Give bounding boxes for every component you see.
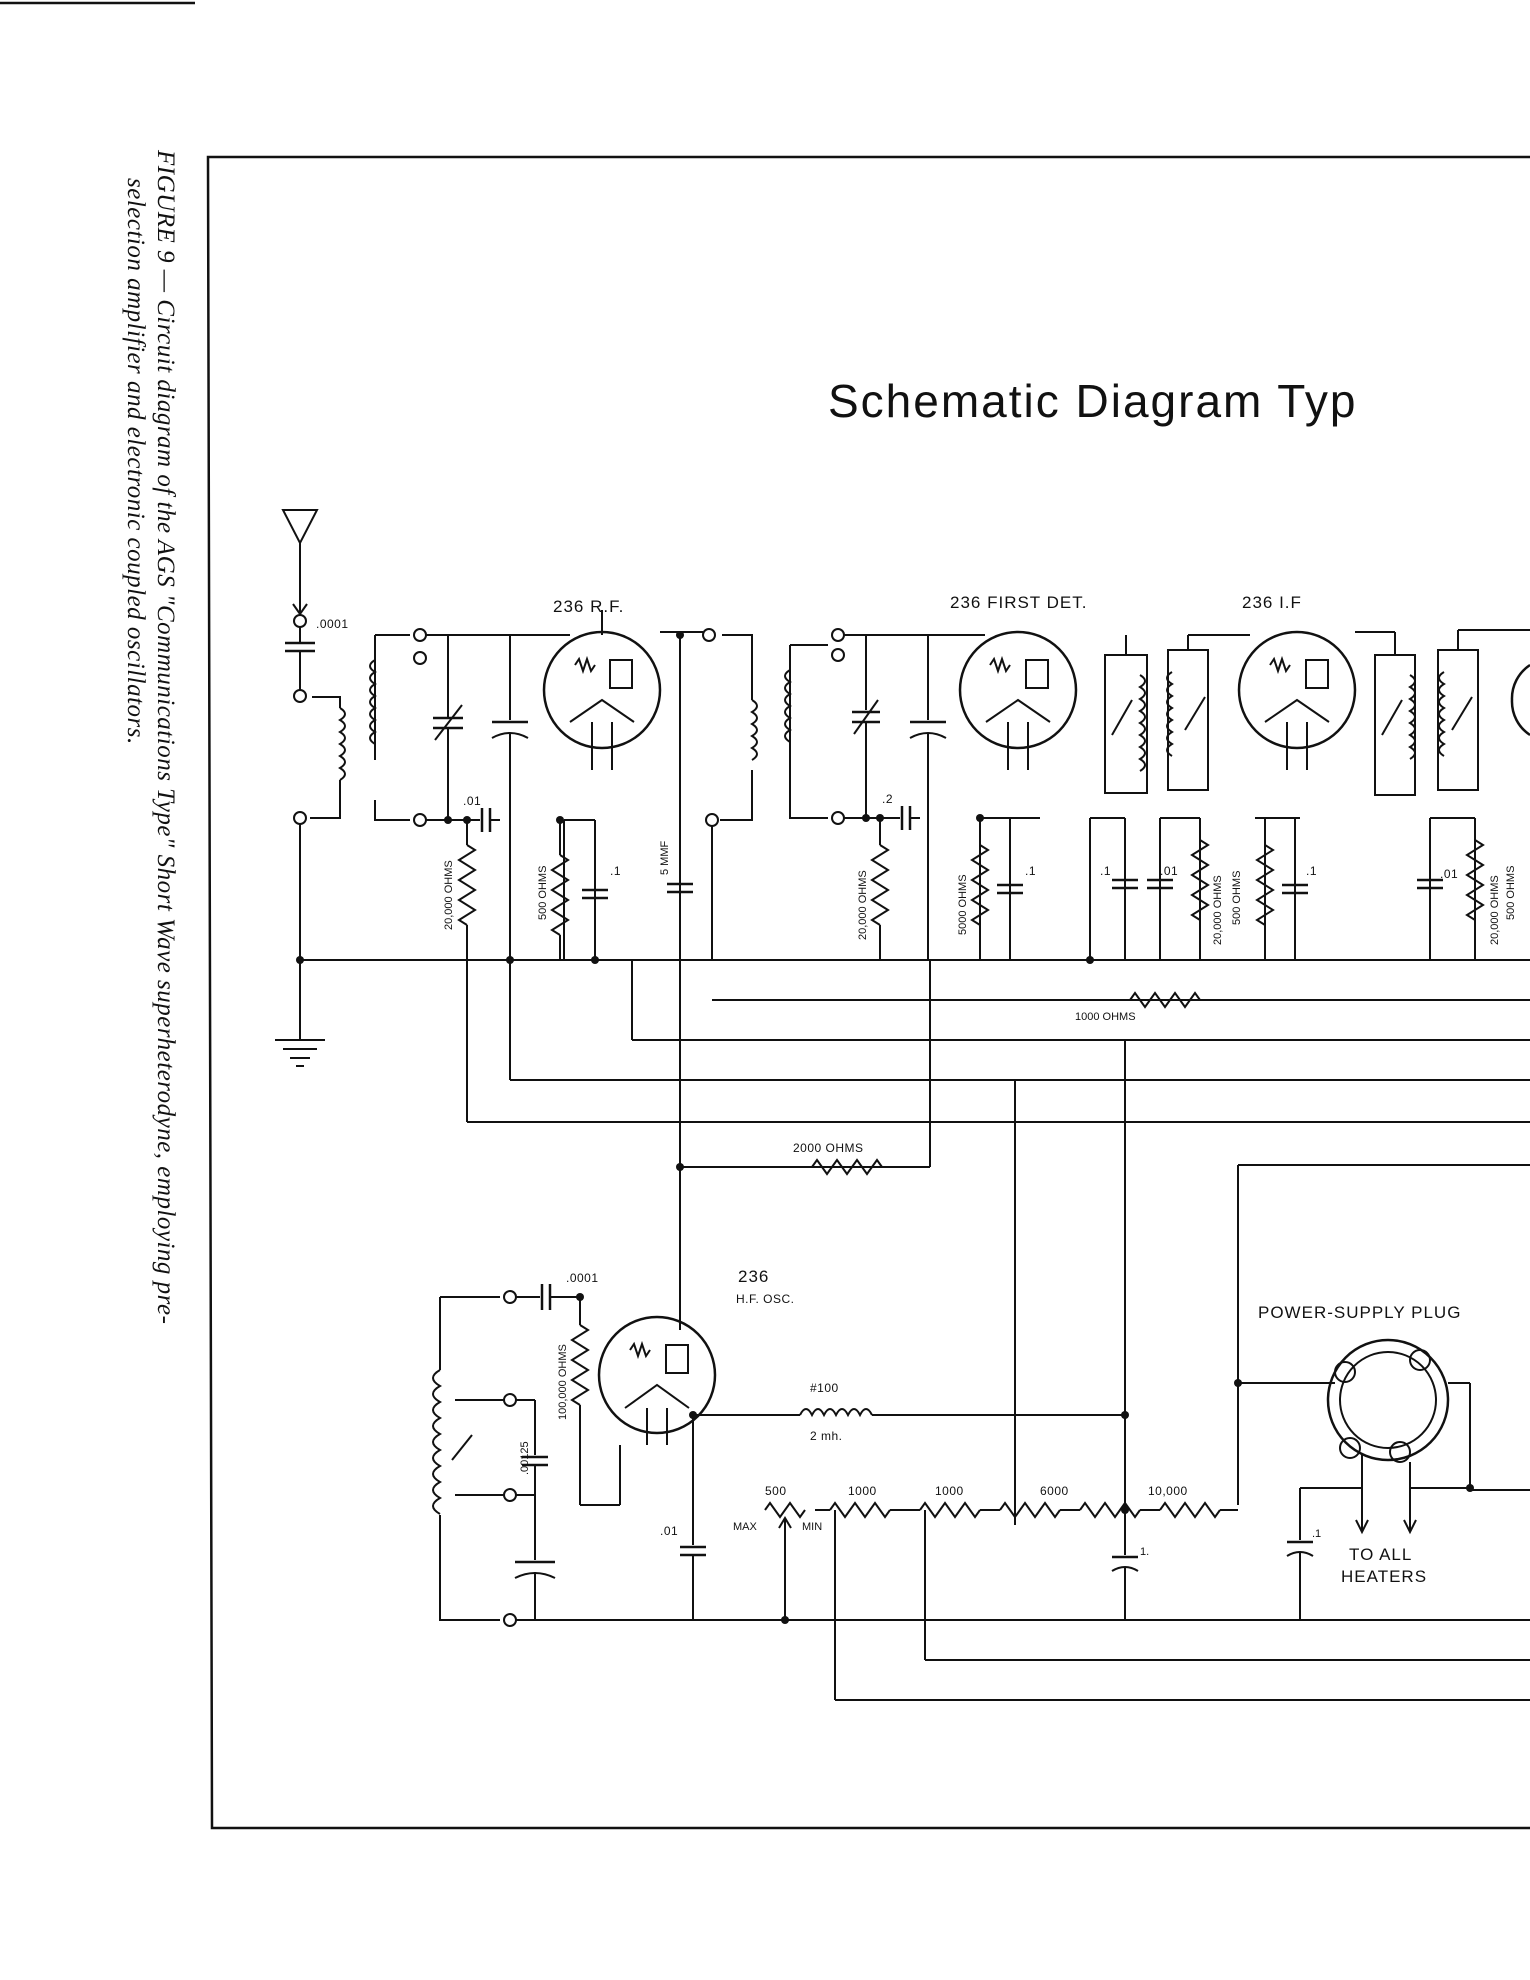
resistor-20000-if-b [1465, 839, 1485, 921]
tube-first-det [958, 630, 1078, 770]
cap-1-if-a [1112, 878, 1138, 890]
r20000-if-b-label: 20,000 OHMS [1489, 875, 1501, 945]
r1000-label: 1000 OHMS [1075, 1011, 1136, 1023]
resistor-500-if [1255, 844, 1275, 926]
antenna-capacitor [285, 627, 315, 703]
antenna-cap-label: .0001 [316, 617, 349, 631]
div-6000-label: 6000 [1040, 1484, 1069, 1498]
osc-tuning-capacitor [514, 1494, 556, 1620]
div-1000b-label: 1000 [935, 1484, 964, 1498]
min-label: MIN [802, 1521, 822, 1533]
cap-01-if-b-label: .01 [1440, 867, 1458, 881]
r100000-label: 100,000 OHMS [557, 1344, 569, 1420]
r500-rf-label: 500 OHMS [537, 866, 549, 920]
r500-if-c-label: 500 OHMS [1505, 866, 1517, 920]
heaters-line2: HEATERS [1341, 1567, 1427, 1586]
rf-input-coil [369, 628, 570, 827]
cap-osc-label: .0001 [566, 1271, 599, 1285]
tube-osc-name: H.F. OSC. [736, 1292, 795, 1306]
osc-grid-capacitor [503, 1284, 580, 1310]
choke-100 [799, 1408, 1125, 1418]
r20000-rf-label: 20,000 OHMS [443, 860, 455, 930]
cap-1-if-a-label: .1 [1100, 864, 1111, 878]
if-transformer-1 [1104, 634, 1250, 794]
first-det-input-coil [784, 628, 985, 960]
tube-if-label: 236 I.F [1242, 593, 1302, 612]
cap-1-if-b-label: .1 [1306, 864, 1317, 878]
tube-osc-number: 236 [738, 1267, 769, 1286]
max-label: MAX [733, 1521, 758, 1533]
power-supply-label: POWER-SUPPLY PLUG [1258, 1303, 1461, 1322]
cap-1-if-b [1282, 883, 1308, 895]
div-10000-label: 10,000 [1148, 1484, 1188, 1498]
cap-01-if-label: .01 [1160, 864, 1178, 878]
tube-rf-label: 236 R.F. [553, 597, 624, 616]
div-1000a-label: 1000 [848, 1484, 877, 1498]
resistor-20000-rf [457, 820, 477, 960]
tube-osc [597, 1315, 717, 1445]
cap-1-rf [582, 820, 608, 900]
cap-5mmf-label: 5 MMF [659, 841, 671, 876]
r20000-if-label: 20,000 OHMS [1212, 875, 1224, 945]
cap-1-divider [1111, 1510, 1139, 1620]
antenna-symbol [281, 509, 319, 628]
resistor-100000 [570, 1297, 590, 1505]
if-transformer-2 [1355, 629, 1530, 796]
cap-01-osc [680, 1415, 706, 1620]
cap-01-label: .01 [463, 794, 481, 808]
resistor-500-rf [550, 820, 570, 960]
r20000-det-label: 20,000 OHMS [857, 870, 869, 940]
voltage-divider [764, 1501, 1530, 1701]
cap-1-rf-label: .1 [610, 864, 621, 878]
heater-leads [1286, 1455, 1470, 1620]
diagram-title: Schematic Diagram Typ [828, 375, 1357, 427]
cap-01-if-b [1417, 878, 1443, 890]
cap-01-if [1147, 878, 1173, 890]
cap-1-divider-label: 1. [1140, 1546, 1149, 1558]
osc-coil [432, 1296, 517, 1627]
choke-val-label: 2 mh. [810, 1429, 843, 1443]
cap-00125 [516, 1399, 548, 1495]
cap-2-label: .2 [882, 792, 893, 806]
heaters-line1: TO ALL [1349, 1545, 1412, 1564]
cap-1-det [997, 883, 1023, 895]
junction-dots [296, 631, 1474, 1624]
rf-output-coil [705, 634, 758, 960]
resistor-20000-if [1190, 839, 1210, 921]
r500-if-label: 500 OHMS [1231, 871, 1243, 925]
power-supply-plug [1326, 1338, 1530, 1491]
tube-first-det-label: 236 FIRST DET. [950, 593, 1087, 612]
choke-num-label: #100 [810, 1381, 839, 1395]
cap-01-osc-label: .01 [660, 1524, 678, 1538]
resistor-5000 [970, 844, 990, 926]
resistor-20000-det [870, 818, 890, 960]
tube-if [1237, 630, 1357, 770]
cap-5mmf [667, 860, 693, 894]
diagram-frame [206, 155, 1530, 1830]
cap-00125-label: .00125 [519, 1441, 531, 1475]
rf-tuning-capacitor [433, 635, 529, 960]
r5000-label: 5000 OHMS [957, 874, 969, 935]
resistor-2000 [811, 1158, 883, 1176]
r2000-label: 2000 OHMS [793, 1141, 864, 1155]
resistor-1000 [1090, 991, 1201, 1009]
div-500-label: 500 [765, 1484, 787, 1498]
cap-1-det-label: .1 [1025, 864, 1036, 878]
ground-symbol [275, 960, 325, 1067]
cap-1-heater-label: .1 [1312, 1528, 1321, 1540]
antenna-coil [293, 696, 346, 960]
